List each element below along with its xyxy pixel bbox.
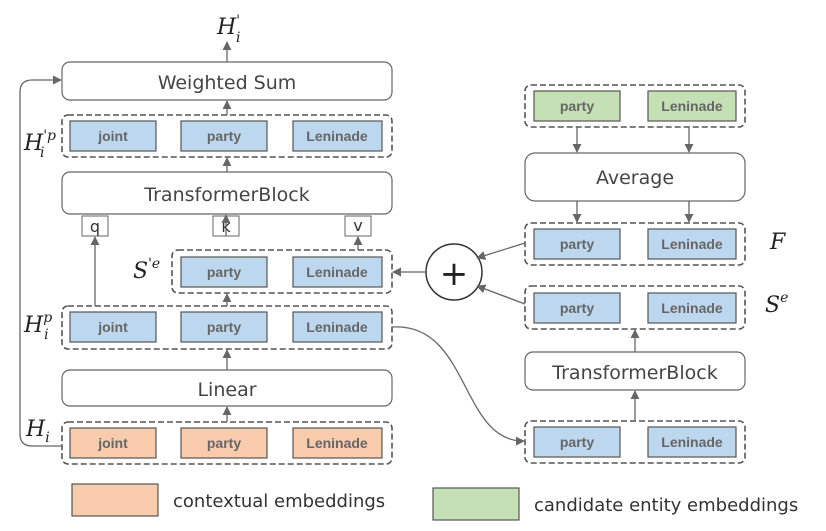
v-tag: v [344,215,372,237]
arrow-residual-skip [19,75,62,447]
contextual-token-0: joint [69,427,157,459]
average-block: Average [524,152,746,202]
legend-swatch-contextual [71,483,159,517]
svg-text:joint: joint [97,435,128,451]
svg-text:party: party [207,319,241,335]
output-token-2: Leninade [292,120,383,152]
s-prime-embedding-group: party Leninade [171,249,393,294]
candidate-embedding-group: party Leninade [524,84,746,128]
s-prime-token-1: Leninade [292,256,383,288]
se-embedding-group: party Leninade [524,285,746,330]
svg-text:Leninade: Leninade [306,319,368,335]
svg-text:party: party [207,435,241,451]
legend-label-contextual: contextual embeddings [173,491,385,512]
svg-text:v: v [353,216,362,235]
label-s-prime-e: S'e [133,256,160,284]
transformer-block-left: TransformerBlock [61,171,393,215]
linear-label: Linear [197,379,256,401]
plus-icon: + [440,254,469,294]
svg-text:Leninade: Leninade [661,300,723,316]
legend-swatch-candidate [432,487,520,521]
linear-block: Linear [61,369,393,407]
svg-text:joint: joint [97,319,128,335]
svg-text:q: q [90,217,100,236]
svg-text:Leninade: Leninade [661,98,723,114]
svg-text:party: party [207,128,241,144]
svg-text:Leninade: Leninade [661,434,723,450]
transformer-left-label: TransformerBlock [143,184,309,206]
f-token-1: Leninade [647,228,737,260]
svg-text:party: party [560,236,594,252]
bottom-right-embedding-group: party Leninade [524,420,746,464]
svg-text:party: party [560,300,594,316]
weighted-sum-block: Weighted Sum [61,61,393,101]
label-h-i: Hi [25,417,50,446]
legend: contextual embeddings candidate entity e… [71,483,798,521]
svg-text:joint: joint [97,128,128,144]
candidate-token-1: Leninade [647,90,737,122]
arrow-se-to-plus [476,284,526,305]
svg-text:Leninade: Leninade [306,128,368,144]
output-token-1: party [180,120,268,152]
f-embedding-group: party Leninade [524,222,746,266]
output-token-0: joint [69,120,157,152]
bottom-right-token-0: party [533,426,621,458]
label-s-e: Se [765,290,788,318]
arrows [19,41,694,447]
se-token-0: party [533,292,621,324]
q-tag: q [81,215,109,237]
arrow-f-to-plus [476,242,526,260]
legend-label-candidate: candidate entity embeddings [534,495,798,516]
transformer-block-right: TransformerBlock [524,351,746,391]
transformer-right-label: TransformerBlock [551,362,717,384]
projected-token-2: Leninade [292,311,383,343]
projected-embedding-group: joint party Leninade [61,305,393,350]
svg-text:party: party [560,434,594,450]
contextual-token-2: Leninade [292,427,383,459]
svg-text:party: party [207,264,241,280]
weighted-sum-label: Weighted Sum [158,72,297,94]
f-token-0: party [533,228,621,260]
label-f: F [769,230,786,255]
projected-token-0: joint [69,311,157,343]
arrow-leninade-to-bottom-right [391,326,525,446]
projected-token-1: party [180,311,268,343]
svg-text:Leninade: Leninade [306,264,368,280]
output-embedding-group: joint party Leninade [61,114,393,158]
plus-operator: + [425,243,483,301]
label-h-i-prime: H'i [216,13,241,46]
svg-text:Leninade: Leninade [306,435,368,451]
candidate-token-0: party [533,90,621,122]
svg-text:party: party [560,98,594,114]
contextual-token-1: party [180,427,268,459]
bottom-right-token-1: Leninade [647,426,737,458]
contextual-embedding-group: joint party Leninade [61,421,393,465]
svg-text:Leninade: Leninade [661,236,723,252]
average-label: Average [596,167,674,189]
se-token-1: Leninade [647,292,737,324]
s-prime-token-0: party [180,256,268,288]
